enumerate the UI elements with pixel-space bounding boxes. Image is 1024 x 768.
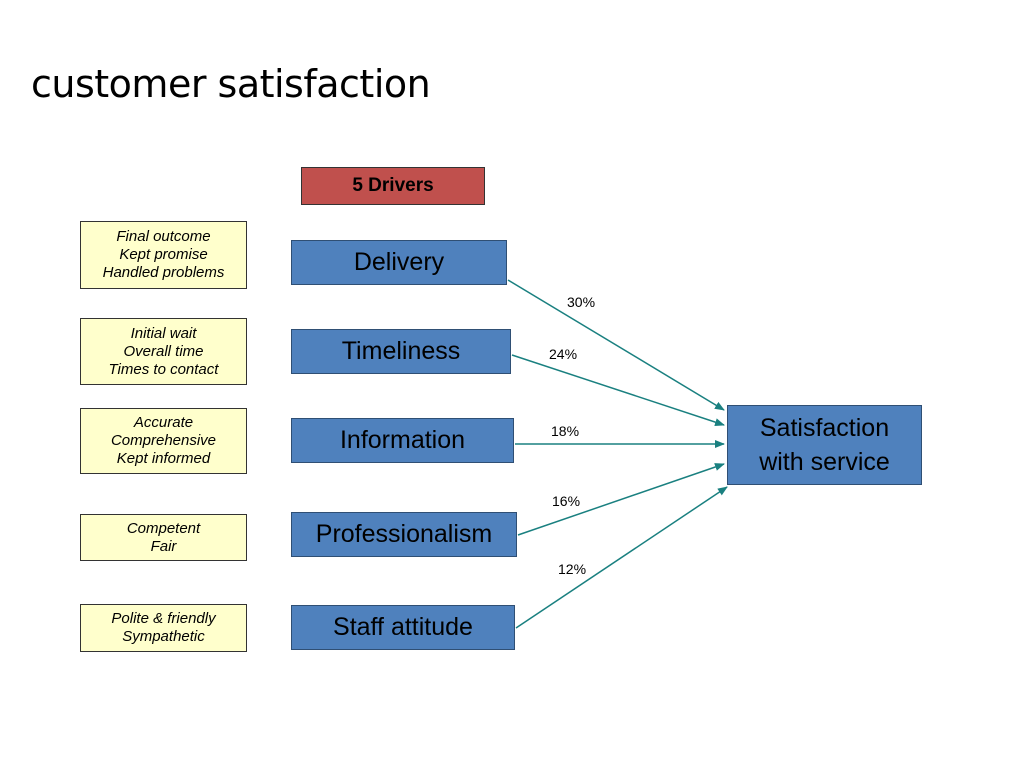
driver-box-staff-attitude: Staff attitude [291,605,515,650]
driver-box-professionalism: Professionalism [291,512,517,557]
attribute-line: Competent [126,519,201,537]
arrow-staff-attitude [515,486,728,629]
outcome-box: Satisfaction with service [727,405,922,485]
driver-box-delivery: Delivery [291,240,507,285]
attribute-line: Comprehensive [110,432,217,449]
arrow-professionalism [517,463,725,536]
attribute-line: Overall time [123,342,204,360]
attribute-box-staff-attitude: Polite & friendly Sympathetic [80,604,247,652]
arrow-delivery [507,279,725,411]
attribute-line: Kept promise [119,246,208,263]
attribute-line: Kept informed [116,450,211,467]
attribute-line: Sympathetic [122,628,205,645]
weight-label-timeliness: 24% [549,346,578,362]
attribute-line: Polite & friendly [111,610,216,627]
weight-label-staff-attitude: 12% [558,561,587,577]
attribute-line: Times to contact [108,360,219,378]
driver-box-information: Information [291,418,514,463]
attribute-box-timeliness: Initial wait Overall time Times to conta… [80,318,247,385]
attribute-box-professionalism: Competent Fair [80,514,247,561]
outcome-line: with service [759,448,890,476]
attribute-line: Initial wait [130,324,197,342]
attribute-box-delivery: Final outcome Kept promise Handled probl… [80,221,247,289]
driver-box-timeliness: Timeliness [291,329,511,374]
page-title: customer satisfaction [31,62,431,106]
attribute-line: Accurate [133,414,194,431]
attribute-line: Handled problems [102,264,225,281]
outcome-line: Satisfaction [759,414,890,442]
drivers-header: 5 Drivers [301,167,485,205]
weight-label-professionalism: 16% [552,493,581,509]
weight-label-delivery: 30% [567,294,596,310]
attribute-line: Fair [150,537,177,555]
attribute-box-information: Accurate Comprehensive Kept informed [80,408,247,474]
attribute-line: Final outcome [116,228,211,245]
weight-label-information: 18% [551,423,580,439]
arrow-timeliness [511,354,725,426]
